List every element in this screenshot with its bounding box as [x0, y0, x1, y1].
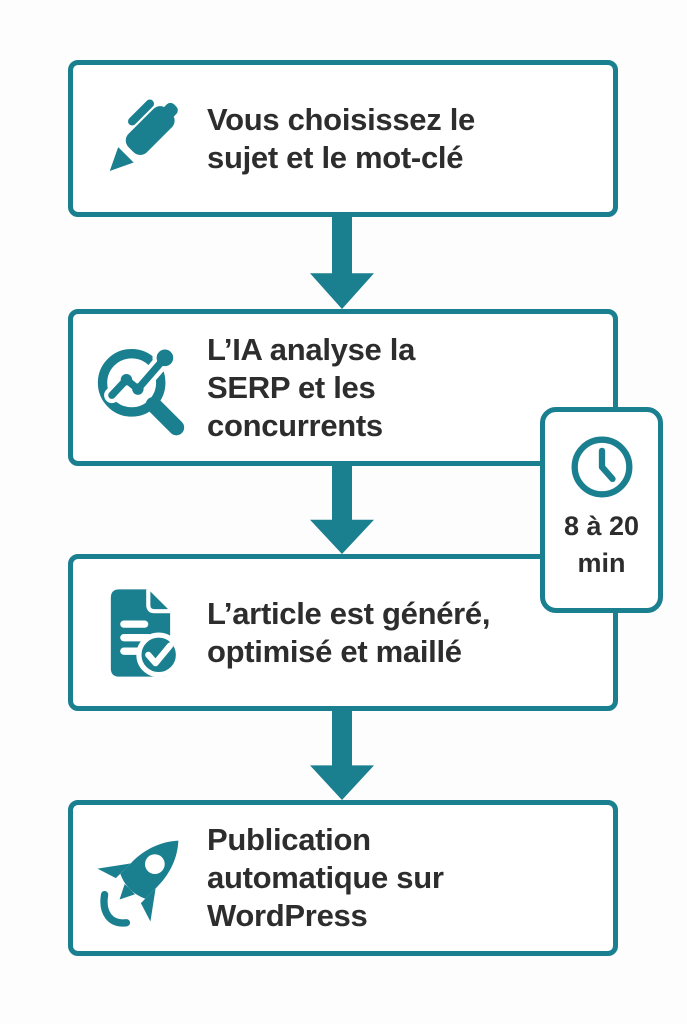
step-box-serp-analysis: L’IA analyse la SERP et les concurrents: [68, 309, 618, 466]
step-label-article-generated: L’article est généré, optimisé et maillé: [207, 595, 490, 671]
step-label-line: automatique sur: [207, 860, 444, 895]
clock-icon: [571, 436, 632, 498]
step-label-serp-analysis: L’IA analyse la SERP et les concurrents: [207, 331, 415, 445]
rocket-icon: [97, 840, 179, 927]
step-box-wordpress-publish: Publication automatique sur WordPress: [68, 800, 618, 956]
step-label-line: optimisé et maillé: [207, 633, 462, 669]
step-label-wordpress-publish: Publication automatique sur WordPress: [207, 821, 444, 935]
step-label-line: Publication: [207, 822, 371, 857]
step-label-line: L’article est généré,: [207, 595, 491, 631]
timer-label-line: min: [577, 548, 626, 578]
step-label-line: Vous choisissez le: [207, 101, 475, 137]
timer-callout: 8 à 20 min: [540, 407, 663, 613]
step-label-line: sujet et le mot-clé: [207, 139, 464, 175]
step-label-line: WordPress: [207, 898, 368, 933]
document-check-icon: [110, 588, 182, 677]
search-analytics-icon: [97, 344, 185, 435]
down-arrow: [310, 217, 374, 309]
down-arrow: [310, 711, 374, 800]
step-label-line: SERP et les: [207, 369, 376, 405]
down-arrow: [310, 466, 374, 554]
timer-label: 8 à 20 min: [564, 508, 639, 582]
step-box-article-generated: L’article est généré, optimisé et maillé: [68, 554, 618, 711]
step-label-line: concurrents: [207, 407, 383, 443]
pen-icon: [109, 99, 178, 171]
step-label-choose-topic: Vous choisissez le sujet et le mot-clé: [207, 101, 475, 177]
step-box-choose-topic: Vous choisissez le sujet et le mot-clé: [68, 60, 618, 217]
timer-label-line: 8 à 20: [563, 511, 640, 541]
step-label-line: L’IA analyse la: [207, 331, 416, 367]
